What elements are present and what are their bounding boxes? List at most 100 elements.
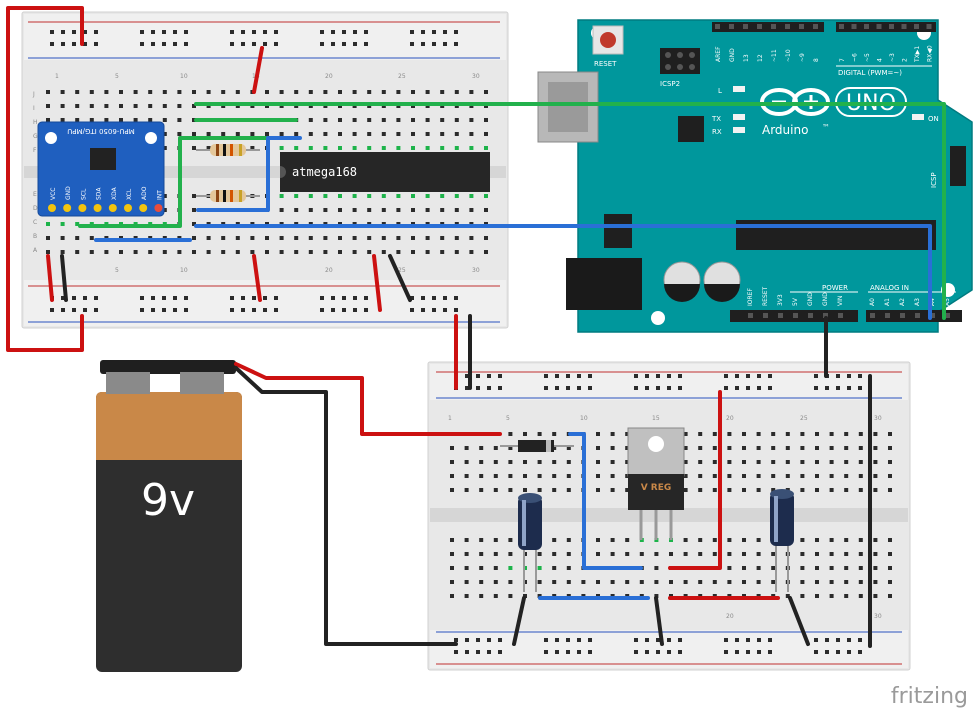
breadboard-hole	[450, 474, 454, 478]
rail-hole	[487, 374, 491, 378]
breadboard-hole	[829, 446, 834, 450]
breadboard-hole	[596, 446, 600, 450]
breadboard-hole	[858, 580, 863, 584]
breadboard-hole	[192, 208, 196, 212]
breadboard-hole	[450, 538, 454, 542]
rail-hole	[746, 650, 750, 654]
breadboard-hole	[873, 446, 878, 450]
rail-hole	[678, 386, 682, 390]
col-label-20: 20	[325, 73, 333, 80]
rail-hole	[454, 308, 458, 312]
col-label-30-bottom: 30	[472, 267, 480, 274]
breadboard-hole	[756, 552, 761, 556]
icsp-label: ICSP	[930, 172, 938, 188]
col-label-30: 30	[472, 73, 480, 80]
breadboard-hole	[133, 104, 138, 108]
breadboard-hole	[771, 552, 776, 556]
breadboard-hole	[566, 538, 571, 542]
breadboard-hole	[625, 446, 630, 450]
breadboard-hole	[308, 250, 313, 254]
rail-hole	[443, 296, 447, 300]
rail-hole	[162, 42, 166, 46]
breadboard-hole	[192, 250, 196, 254]
breadboard-hole	[844, 580, 849, 584]
breadboard-hole	[683, 446, 688, 450]
rail-hole	[443, 308, 447, 312]
sensor-pin-sda	[93, 204, 102, 212]
rail-hole	[487, 650, 491, 654]
breadboard-hole	[89, 90, 94, 94]
breadboard-hole	[411, 118, 415, 122]
breadboard-hole	[829, 432, 834, 436]
regulator-label: V REG	[641, 483, 672, 493]
rail-hole	[746, 374, 750, 378]
bb2-col-label-1: 1	[448, 415, 452, 422]
breadboard-hole	[625, 488, 630, 492]
power-pin-label: 3V3	[777, 294, 784, 306]
rail-hole	[724, 386, 728, 390]
sensor-pin-label: GND	[65, 186, 72, 200]
digital-pin-label: ~5	[864, 53, 871, 62]
breadboard-hole	[411, 208, 415, 212]
rail-hole	[858, 650, 862, 654]
breadboard-hole	[469, 146, 474, 150]
rail-hole	[184, 308, 188, 312]
rail-hole	[645, 638, 649, 642]
sensor-pin-label: VCC	[50, 188, 57, 200]
rail-hole	[487, 386, 491, 390]
breadboard-hole	[858, 538, 863, 542]
breadboard-hole	[698, 580, 703, 584]
rail-hole	[274, 308, 278, 312]
rail-hole	[577, 638, 581, 642]
header-pin	[889, 24, 894, 29]
rail-hole	[476, 650, 480, 654]
rail-hole	[678, 374, 682, 378]
breadboard-hole	[367, 90, 372, 94]
col-label-5-bottom: 5	[115, 267, 119, 274]
rail-hole	[566, 386, 570, 390]
rail-hole	[184, 42, 188, 46]
breadboard-hole	[829, 566, 834, 570]
breadboard-hole	[844, 552, 849, 556]
breadboard-hole	[221, 236, 226, 240]
rail-hole	[836, 386, 840, 390]
rail-hole	[94, 308, 98, 312]
breadboard-hole	[800, 488, 805, 492]
breadboard-hole	[858, 594, 863, 598]
breadboard-hole	[440, 208, 445, 212]
rail-hole	[162, 296, 166, 300]
breadboard-hole	[464, 538, 469, 542]
breadboard-hole	[552, 538, 557, 542]
breadboard-hole	[888, 538, 892, 542]
breadboard-hole	[844, 474, 849, 478]
breadboard-hole	[265, 132, 269, 136]
header-pin	[876, 24, 882, 29]
breadboard-hole	[308, 194, 313, 198]
breadboard-hole	[873, 566, 878, 570]
breadboard-hole	[508, 566, 513, 570]
breadboard-hole	[625, 538, 630, 542]
rail-hole	[836, 650, 840, 654]
rail-hole	[735, 386, 739, 390]
header-pin	[715, 24, 720, 29]
capacitor-2	[770, 489, 794, 592]
breadboard-hole	[844, 446, 849, 450]
breadboard-hole	[162, 208, 167, 212]
led-l-label: L	[718, 87, 722, 95]
breadboard-hole	[785, 446, 790, 450]
breadboard-hole	[454, 208, 459, 212]
rail-hole	[443, 30, 447, 34]
power-pin-label: RESET	[762, 286, 769, 306]
breadboard-hole	[727, 446, 732, 450]
breadboard-hole	[493, 460, 498, 464]
breadboard-hole	[206, 132, 211, 136]
breadboard-hole	[479, 594, 484, 598]
header-pin	[901, 24, 907, 29]
breadboard-hole	[683, 552, 688, 556]
breadboard-hole	[469, 194, 474, 198]
wire-black-cap2-gnd	[788, 596, 810, 646]
breadboard-hole	[192, 222, 196, 226]
breadboard-hole	[235, 250, 240, 254]
wire-blue-chip	[196, 136, 302, 212]
